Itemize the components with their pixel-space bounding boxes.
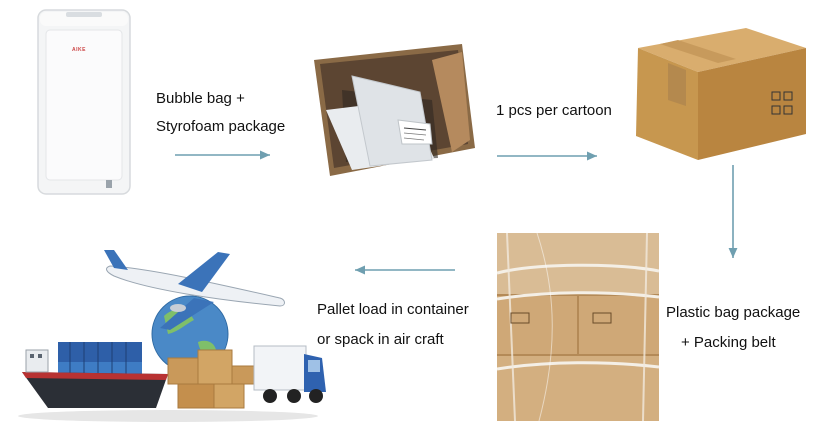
flow-arrows — [0, 0, 837, 440]
